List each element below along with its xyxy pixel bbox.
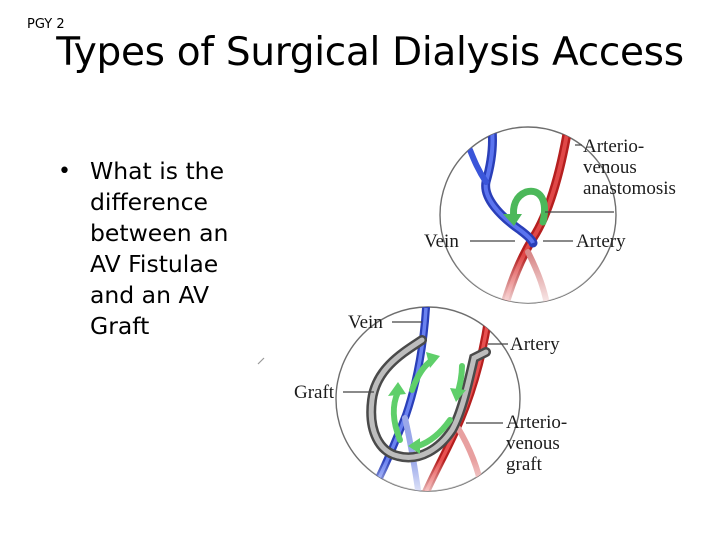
fistula-vein-highlight <box>483 129 535 244</box>
graft-flow-arrowhead-left <box>388 382 406 396</box>
bullet-line: difference <box>90 188 208 216</box>
fistula-flow-arrow <box>510 187 548 226</box>
stray-mark <box>257 357 265 365</box>
anastomosis-label-line1: Arterio- <box>583 136 644 157</box>
anastomosis-label-line3: anastomosis <box>583 178 676 199</box>
bullet-item: • What is the difference between an AV F… <box>58 156 268 342</box>
corner-label: PGY 2 <box>27 17 65 32</box>
bullet-list: • What is the difference between an AV F… <box>58 156 268 342</box>
graft-diagram: Vein Artery Graft Arterio- venous graft <box>257 306 567 492</box>
graft-label: Graft <box>294 382 335 403</box>
bullet-line: and an AV <box>90 281 210 309</box>
graft-flow-arrow-down <box>455 363 465 395</box>
fistula-vein-label: Vein <box>424 231 459 252</box>
graft-artery-label: Artery <box>510 334 560 355</box>
fistula-artery-label: Artery <box>576 231 626 252</box>
bullet-line: between an <box>90 219 229 247</box>
slide-title: Types of Surgical Dialysis Access <box>56 30 684 75</box>
av-graft-label-line3: graft <box>506 454 543 475</box>
graft-vein-label: Vein <box>348 312 383 333</box>
bullet-dot-icon: • <box>58 159 71 184</box>
anastomosis-label-line2: venous <box>583 157 637 178</box>
fistula-vein-branch <box>467 147 489 185</box>
bullet-line: What is the <box>90 157 225 185</box>
fistula-diagram: Vein Artery Arterio- venous anastomosis <box>424 126 676 304</box>
av-graft-label-line2: venous <box>506 433 560 454</box>
graft-flow-arrowhead-bottom <box>408 438 420 454</box>
fistula-flow-arrowhead <box>503 214 522 226</box>
bullet-line: Graft <box>90 312 150 340</box>
graft-flow-arrowhead-down <box>450 388 466 402</box>
graft-tube-highlight <box>368 337 489 460</box>
av-graft-label-line1: Arterio- <box>506 412 567 433</box>
graft-flow-arrow-left <box>390 389 403 443</box>
graft-flow-arrowhead-up <box>426 352 440 368</box>
graft-flow-arrow-bottom <box>415 417 453 449</box>
bullet-line: AV Fistulae <box>90 250 219 278</box>
